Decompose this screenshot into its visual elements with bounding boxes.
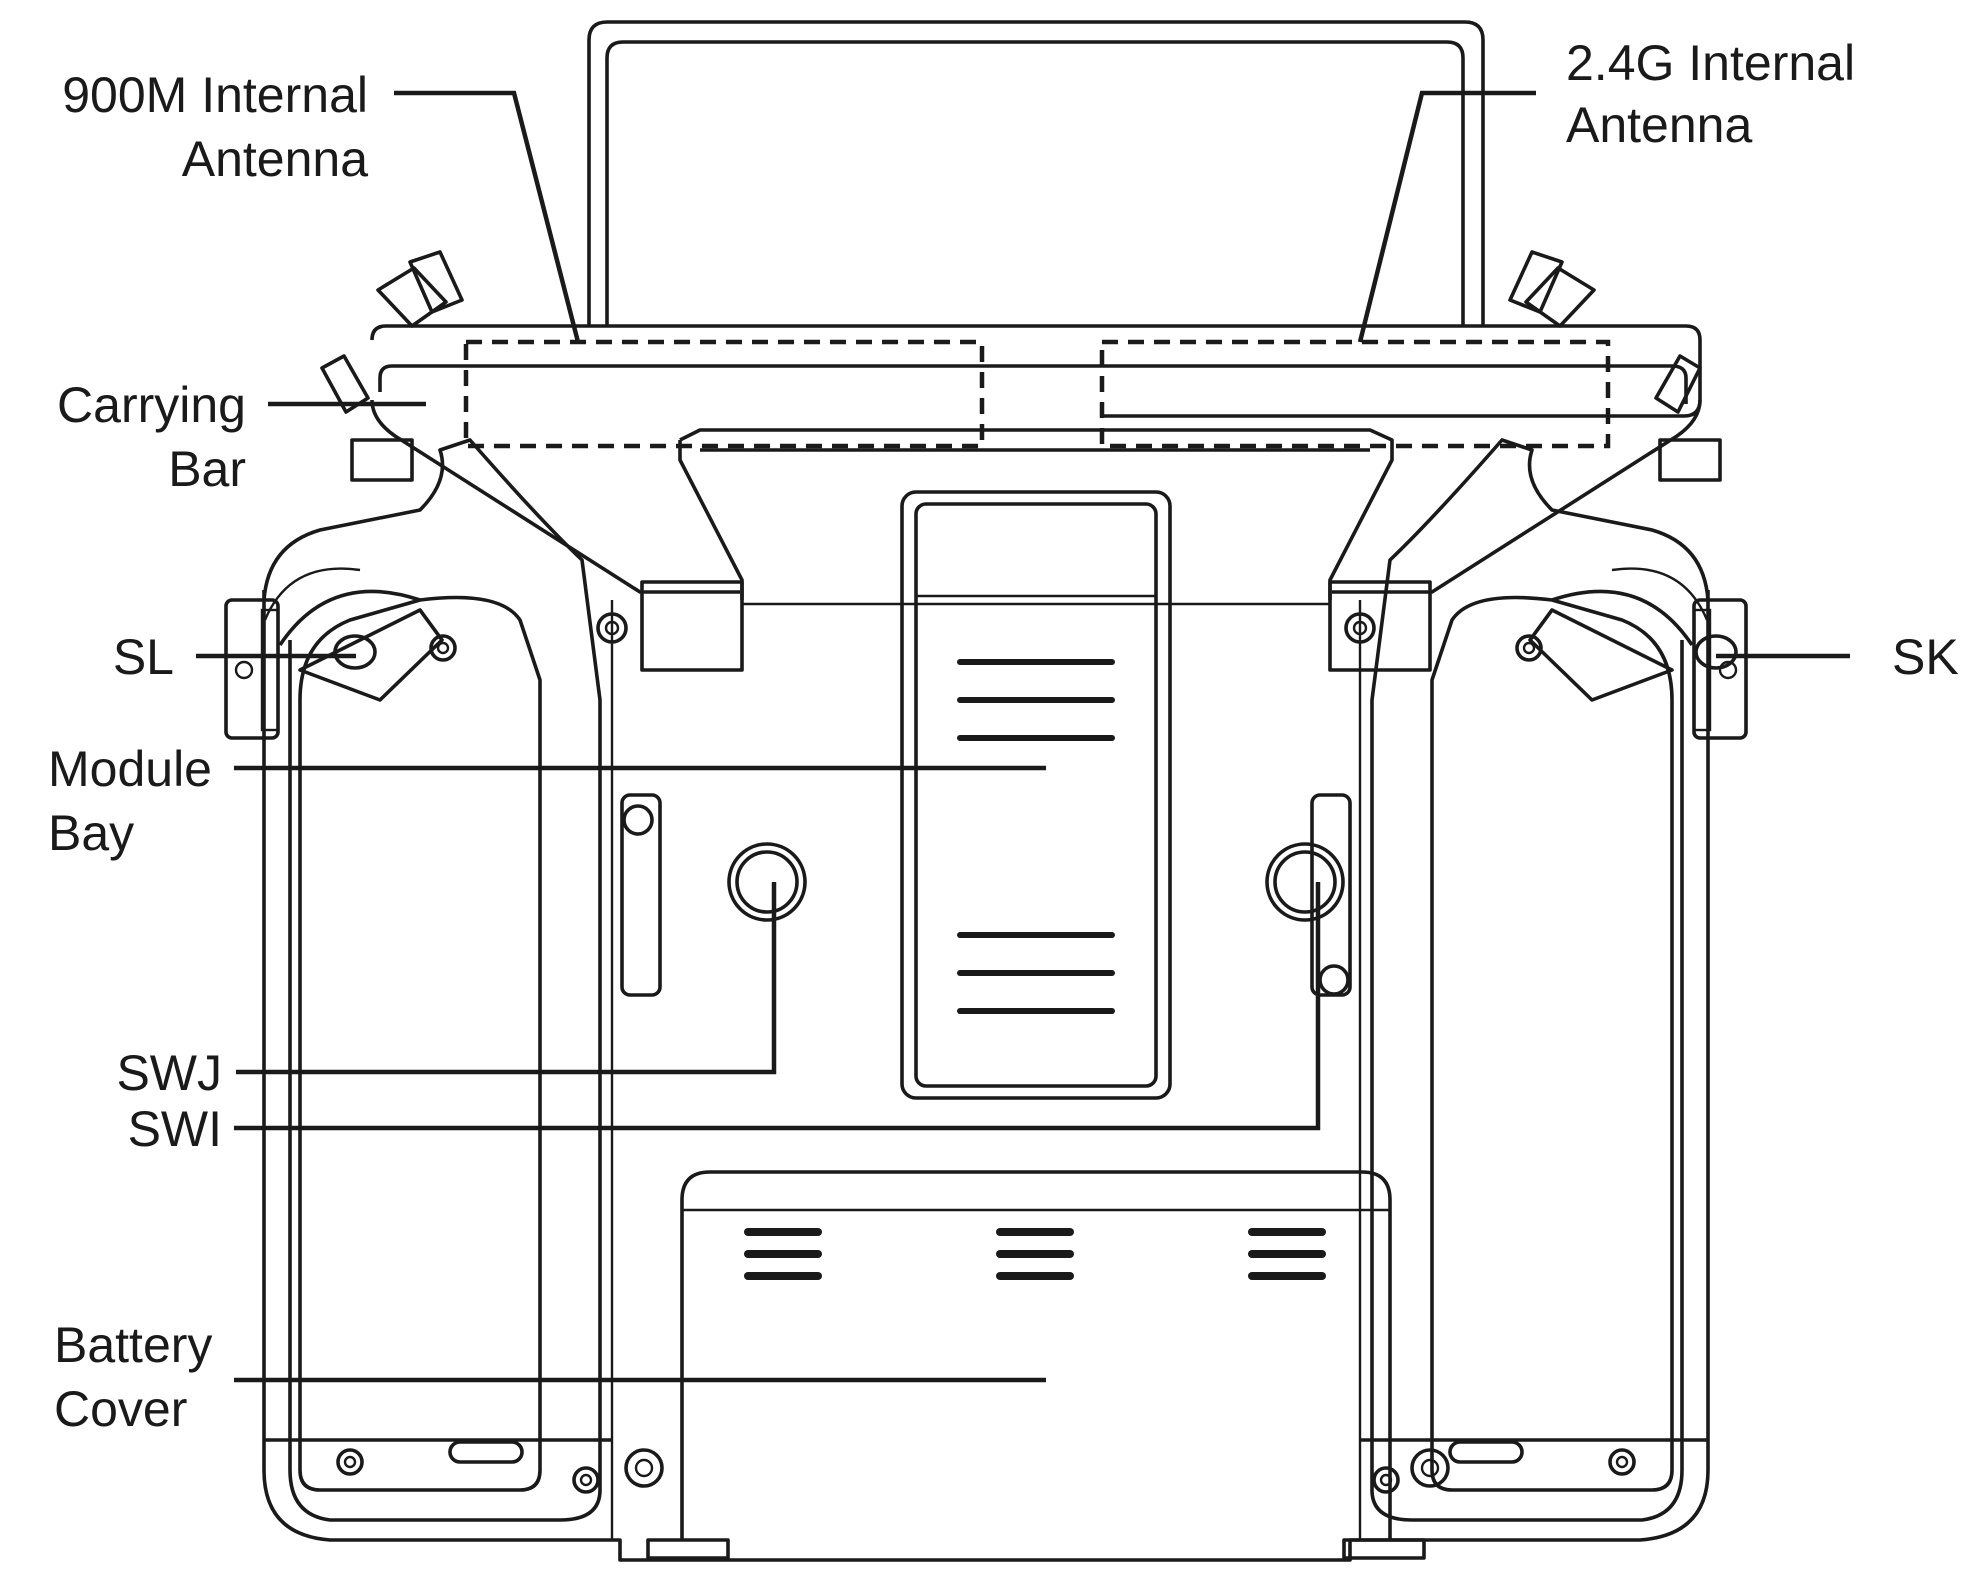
handle-u-bracket <box>640 428 1432 672</box>
side-switch-sk <box>1692 598 1748 740</box>
label-carrying-bar-line1: Carrying <box>57 377 246 433</box>
label-carrying-bar-line2: Bar <box>168 441 246 497</box>
internal-antennas <box>463 339 1611 449</box>
leader-24g-antenna <box>1357 90 1536 343</box>
side-switch-sl <box>224 598 377 740</box>
label-battery-cover-line2: Cover <box>54 1381 187 1437</box>
label-sk: SK <box>1892 629 1959 685</box>
label-900m-antenna-line1: 900M Internal <box>62 67 368 123</box>
switch-swi <box>1265 842 1345 922</box>
left-grip <box>262 438 662 1522</box>
label-battery-cover-line1: Battery <box>54 1317 212 1373</box>
label-900m-antenna-line2: Antenna <box>182 131 368 187</box>
label-module-bay-line2: Bay <box>48 805 134 861</box>
label-24g-antenna-line1: 2.4G Internal <box>1566 35 1855 91</box>
label-swj: SWJ <box>116 1045 222 1101</box>
label-module-bay-line1: Module <box>48 741 212 797</box>
right-grip <box>1310 438 1710 1522</box>
leader-lines <box>196 90 1850 1383</box>
top-switches <box>320 250 1722 482</box>
leader-swi <box>234 882 1321 1131</box>
transmitter-body <box>262 590 1710 1562</box>
switch-swj <box>727 842 807 922</box>
module-bay <box>900 490 1172 1100</box>
label-24g-antenna-line2: Antenna <box>1566 97 1752 153</box>
label-swi: SWI <box>128 1101 222 1157</box>
leader-swj <box>236 882 777 1075</box>
callout-labels: 900M Internal Antenna 2.4G Internal Ante… <box>48 35 1959 1437</box>
carrying-bar <box>370 20 1702 594</box>
leader-900m-antenna <box>394 90 581 343</box>
transmitter-drawing <box>224 20 1748 1562</box>
battery-cover <box>624 1170 1450 1540</box>
label-sl: SL <box>113 629 174 685</box>
antenna-24g-outline <box>1099 339 1611 449</box>
